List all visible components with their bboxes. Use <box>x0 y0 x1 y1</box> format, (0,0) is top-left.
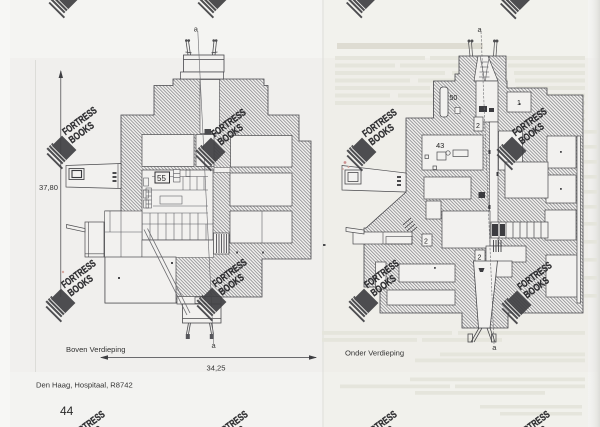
svg-text:a: a <box>478 25 483 34</box>
svg-text:50: 50 <box>450 95 458 102</box>
svg-text:44: 44 <box>60 404 74 418</box>
svg-text:55: 55 <box>157 174 166 183</box>
svg-text:a: a <box>212 341 217 350</box>
svg-text:a: a <box>194 25 199 34</box>
svg-text:2: 2 <box>424 239 428 246</box>
svg-text:37,80: 37,80 <box>39 183 58 192</box>
svg-text:2: 2 <box>476 123 480 130</box>
svg-text:Den Haag, Hospitaal, R8742: Den Haag, Hospitaal, R8742 <box>36 381 133 390</box>
svg-text:Boven Verdieping: Boven Verdieping <box>66 345 126 354</box>
svg-text:Onder Verdieping: Onder Verdieping <box>345 349 404 358</box>
svg-text:43: 43 <box>436 141 444 150</box>
svg-text:a: a <box>492 343 497 352</box>
svg-text:2: 2 <box>478 255 482 262</box>
svg-text:34,25: 34,25 <box>207 364 226 373</box>
